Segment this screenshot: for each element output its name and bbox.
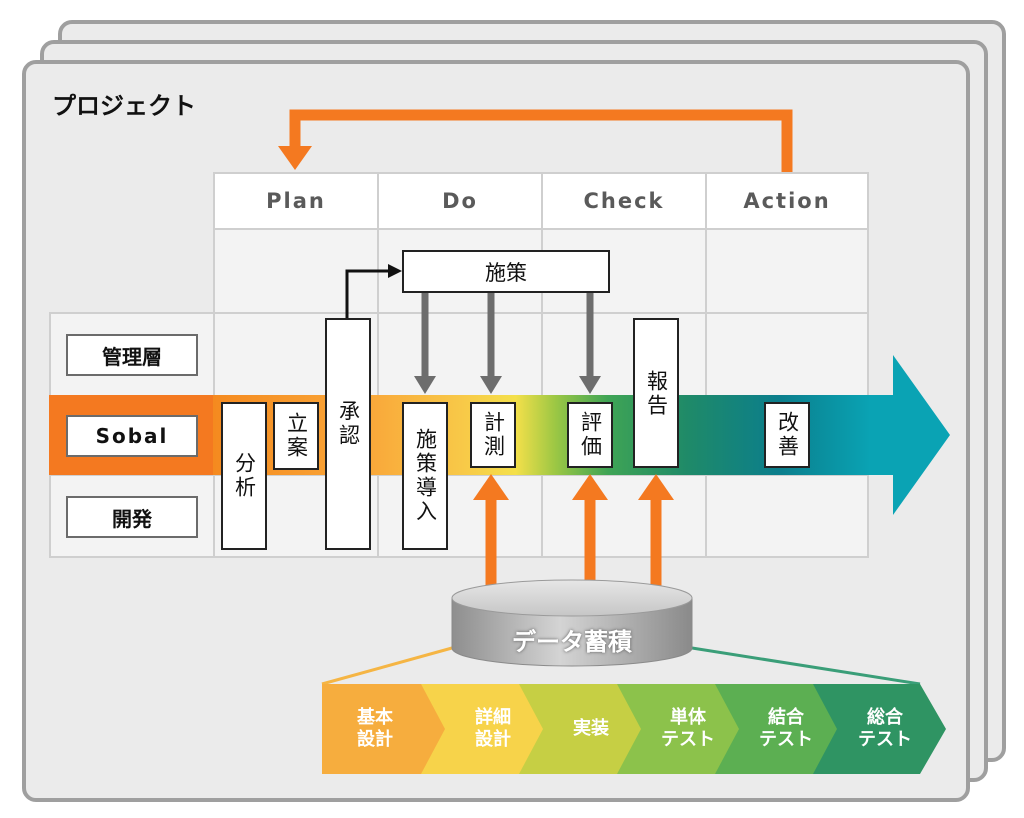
stage-label: 基本 設計 xyxy=(357,707,393,750)
stage-label: 結合 テスト xyxy=(759,707,813,750)
row-label-management: 管理層 xyxy=(66,334,198,376)
orange-up-arrowhead xyxy=(638,474,674,500)
stage-chevron xyxy=(617,684,746,774)
stage-chevron xyxy=(715,684,844,774)
hyouka-box: 評価 xyxy=(567,402,613,468)
approval-arrow xyxy=(345,269,392,318)
stage-chevron xyxy=(519,684,648,774)
bunseki-box: 分析 xyxy=(221,402,267,550)
orange-up-arrowhead xyxy=(473,474,509,500)
orange-up-arrowhead xyxy=(572,474,608,500)
approval-arrowhead xyxy=(388,264,402,278)
database-label: データ蓄積 xyxy=(512,628,632,656)
stage-chevron xyxy=(813,684,946,774)
band-arrowhead xyxy=(869,355,950,515)
phase-header-plan: Plan xyxy=(213,172,379,230)
stage-chevron xyxy=(421,684,550,774)
houkoku-box: 報告 xyxy=(633,318,679,468)
shisaku-dounyu-box: 施策導入 xyxy=(402,402,448,550)
grid-cell xyxy=(705,474,869,558)
shonin-box: 承認 xyxy=(325,318,371,550)
feedback-loop-arrow xyxy=(289,109,793,172)
gray-arrowhead xyxy=(414,376,436,394)
stage-label: 詳細 設計 xyxy=(475,707,511,750)
shisaku-box: 施策 xyxy=(402,250,610,293)
gray-arrowhead xyxy=(480,376,502,394)
phase-header-action: Action xyxy=(705,172,869,230)
kaizen-box: 改善 xyxy=(764,402,810,468)
stage-chevron xyxy=(322,684,452,774)
database-cylinder xyxy=(451,597,693,667)
ritsuan-box: 立案 xyxy=(273,402,319,470)
sobal-band xyxy=(213,395,871,475)
gray-arrowhead xyxy=(579,376,601,394)
feedback-arrowhead xyxy=(278,146,312,170)
project-title: プロジェクト xyxy=(52,92,196,120)
row-label-sobal: Sobal xyxy=(66,415,198,457)
keisoku-box: 計測 xyxy=(470,402,516,468)
stage-label: 総合 テスト xyxy=(858,707,912,750)
grid-cell xyxy=(541,312,707,398)
grid-cell xyxy=(705,312,869,398)
stage-label: 単体 テスト xyxy=(661,707,715,750)
row-label-development: 開発 xyxy=(66,496,198,538)
stage-label: 実装 xyxy=(573,718,609,739)
